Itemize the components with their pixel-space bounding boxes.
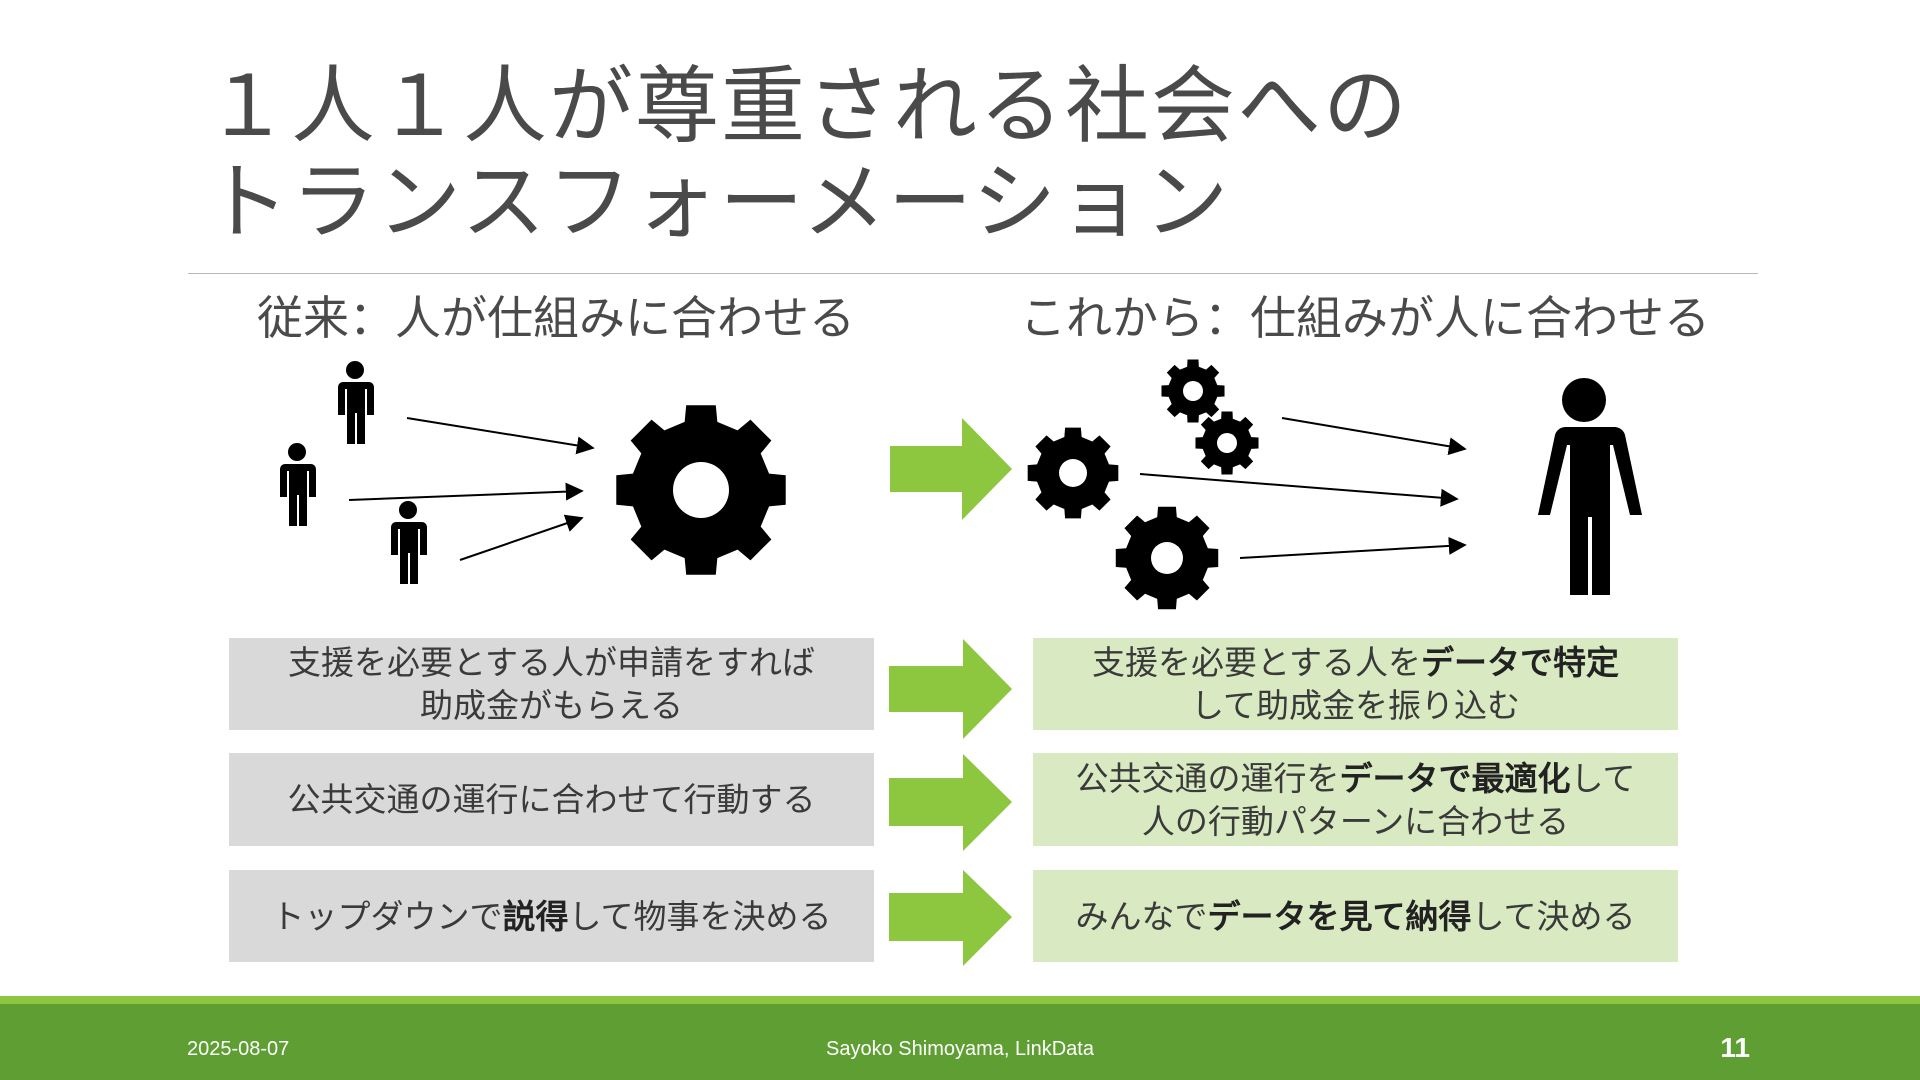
flow-arrow — [459, 514, 584, 561]
title-divider — [188, 273, 1758, 274]
gear-hole — [1217, 433, 1237, 453]
future-box-1: 支援を必要とする人をデータで特定 して助成金を振り込む — [1033, 638, 1678, 730]
gear-hole — [1059, 459, 1087, 487]
gear-hole — [1183, 381, 1203, 401]
box-text: みんなで — [1075, 896, 1208, 936]
box-text: 支援を必要とする人が申請をすれば — [287, 643, 815, 682]
gear-hole — [673, 462, 729, 518]
future-box-2: 公共交通の運行をデータで最適化して 人の行動パターンに合わせる — [1033, 753, 1678, 846]
box-text-bold: データを見て納得 — [1207, 896, 1472, 936]
traditional-box-2: 公共交通の運行に合わせて行動する — [229, 753, 874, 846]
box-text: 支援を必要とする人を — [1091, 643, 1421, 682]
footer-bar — [0, 1004, 1920, 1080]
flow-arrow — [1139, 473, 1459, 507]
person-icon — [280, 443, 316, 526]
flow-arrow — [1239, 536, 1467, 559]
gear-icon — [1195, 411, 1259, 475]
gear-hole — [1151, 542, 1183, 574]
box-text: 人の行動パターンに合わせる — [1141, 801, 1570, 841]
box-text-bold: データで最適化 — [1339, 758, 1571, 798]
heading-future: これから：仕組みが人に合わせる — [1020, 291, 1710, 345]
future-box-3: みんなでデータを見て納得して決める — [1033, 870, 1678, 962]
box-text-bold: 説得 — [502, 896, 569, 936]
flow-arrow — [1281, 417, 1467, 456]
traditional-box-3: トップダウンで説得して物事を決める — [229, 870, 874, 962]
box-text: して決める — [1471, 896, 1636, 936]
gear-icon — [1115, 506, 1219, 610]
box-text: 公共交通の運行に合わせて行動する — [287, 780, 816, 819]
gear-icon — [616, 405, 786, 575]
arrow-right-icon — [889, 870, 1012, 966]
box-text: 助成金がもらえる — [419, 686, 683, 725]
arrow-right-icon — [889, 639, 1012, 739]
arrow-right-icon — [889, 754, 1012, 851]
box-text: して物事を決める — [568, 896, 832, 936]
flow-arrow — [348, 482, 584, 501]
person-icon — [1538, 378, 1642, 595]
gear-icon — [1027, 427, 1119, 519]
heading-traditional: 従来：人が仕組みに合わせる — [257, 291, 855, 345]
box-text: 公共交通の運行を — [1075, 758, 1340, 798]
footer-author: Sayoko Shimoyama, LinkData — [826, 1038, 1094, 1060]
footer-stripe — [0, 996, 1920, 1004]
box-text: トップダウンで — [271, 896, 503, 936]
slide-title-line-2: トランスフォーメーション — [205, 153, 1231, 251]
box-text: して助成金を振り込む — [1190, 686, 1520, 725]
arrow-right-icon — [890, 418, 1012, 520]
page-number: 11 — [1720, 1032, 1750, 1063]
slide-title: １人１人が尊重される社会への トランスフォーメーション — [205, 58, 1805, 250]
person-icon — [338, 361, 374, 444]
footer-date: 2025-08-07 — [187, 1038, 290, 1060]
person-icon — [391, 501, 427, 584]
box-text-bold: データで特定 — [1421, 643, 1619, 682]
slide-title-line-1: １人１人が尊重される社会への — [205, 57, 1410, 155]
flow-arrow — [406, 417, 595, 455]
traditional-box-1: 支援を必要とする人が申請をすれば 助成金がもらえる — [229, 638, 874, 730]
box-text: して — [1570, 758, 1636, 798]
gear-icon — [1161, 359, 1225, 423]
